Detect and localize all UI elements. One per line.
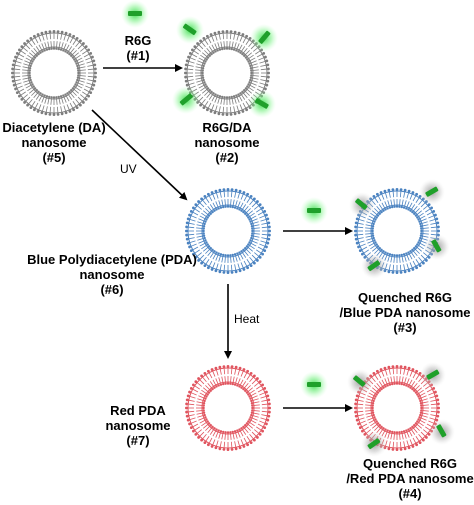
arrow-label-uv: UV (120, 162, 137, 176)
free-r6g-molecule-top (121, 0, 149, 28)
free-r6g-molecule-blue (300, 197, 328, 225)
red-pda-nanosome-7 (185, 365, 271, 451)
quenched-r6g-red (347, 362, 455, 457)
arrow-label-r6g: R6G (#1) (124, 33, 152, 63)
quenched-r6g-blue (349, 179, 450, 279)
label-r6g-da-nanosome: R6G/DA nanosome (#2) (194, 120, 260, 165)
da-nanosome-5 (11, 30, 97, 116)
label-da-nanosome: Diacetylene (DA) nanosome (#5) (2, 120, 106, 165)
arrow-label-heat: Heat (234, 312, 260, 326)
label-blue-pda-nanosome: Blue Polydiacetylene (PDA) nanosome (#6) (27, 252, 197, 297)
label-quenched-red-pda: Quenched R6G /Red PDA nanosome (#4) (346, 456, 474, 501)
label-quenched-blue-pda: Quenched R6G /Blue PDA nanosome (#3) (339, 290, 471, 335)
blue-pda-nanosome-6 (185, 188, 271, 274)
bound-r6g-fluorescent (172, 16, 278, 118)
free-r6g-molecule-red (300, 371, 328, 399)
arrow-uv (91, 109, 188, 201)
label-red-pda-nanosome: Red PDA nanosome (#7) (105, 403, 171, 448)
